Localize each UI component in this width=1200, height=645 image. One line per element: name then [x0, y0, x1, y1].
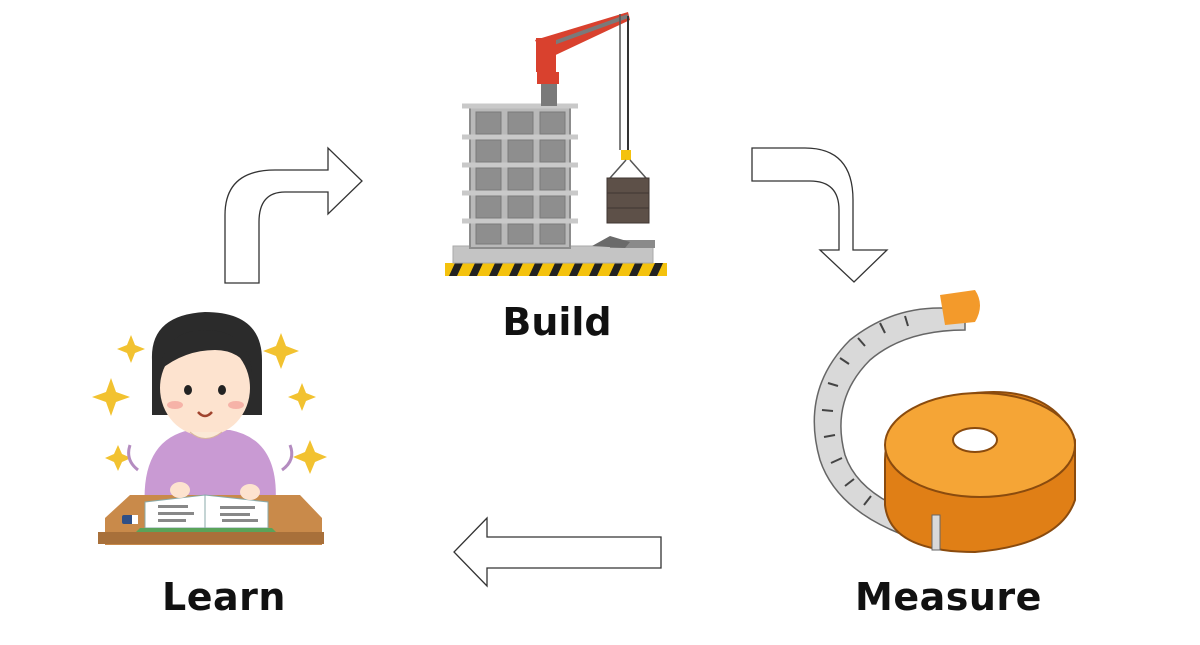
step-label-build: Build	[502, 300, 611, 344]
step-label-learn: Learn	[162, 575, 286, 619]
arrow-learn-to-build	[224, 146, 363, 284]
sparkle-icons	[92, 333, 327, 474]
arrow-build-to-measure	[751, 147, 889, 283]
step-label-measure: Measure	[855, 575, 1042, 619]
arrow-measure-to-learn	[453, 516, 662, 588]
tape-measure-icon	[813, 290, 1076, 554]
construction-crane-icon	[445, 12, 667, 276]
studying-girl-icon	[92, 312, 327, 545]
